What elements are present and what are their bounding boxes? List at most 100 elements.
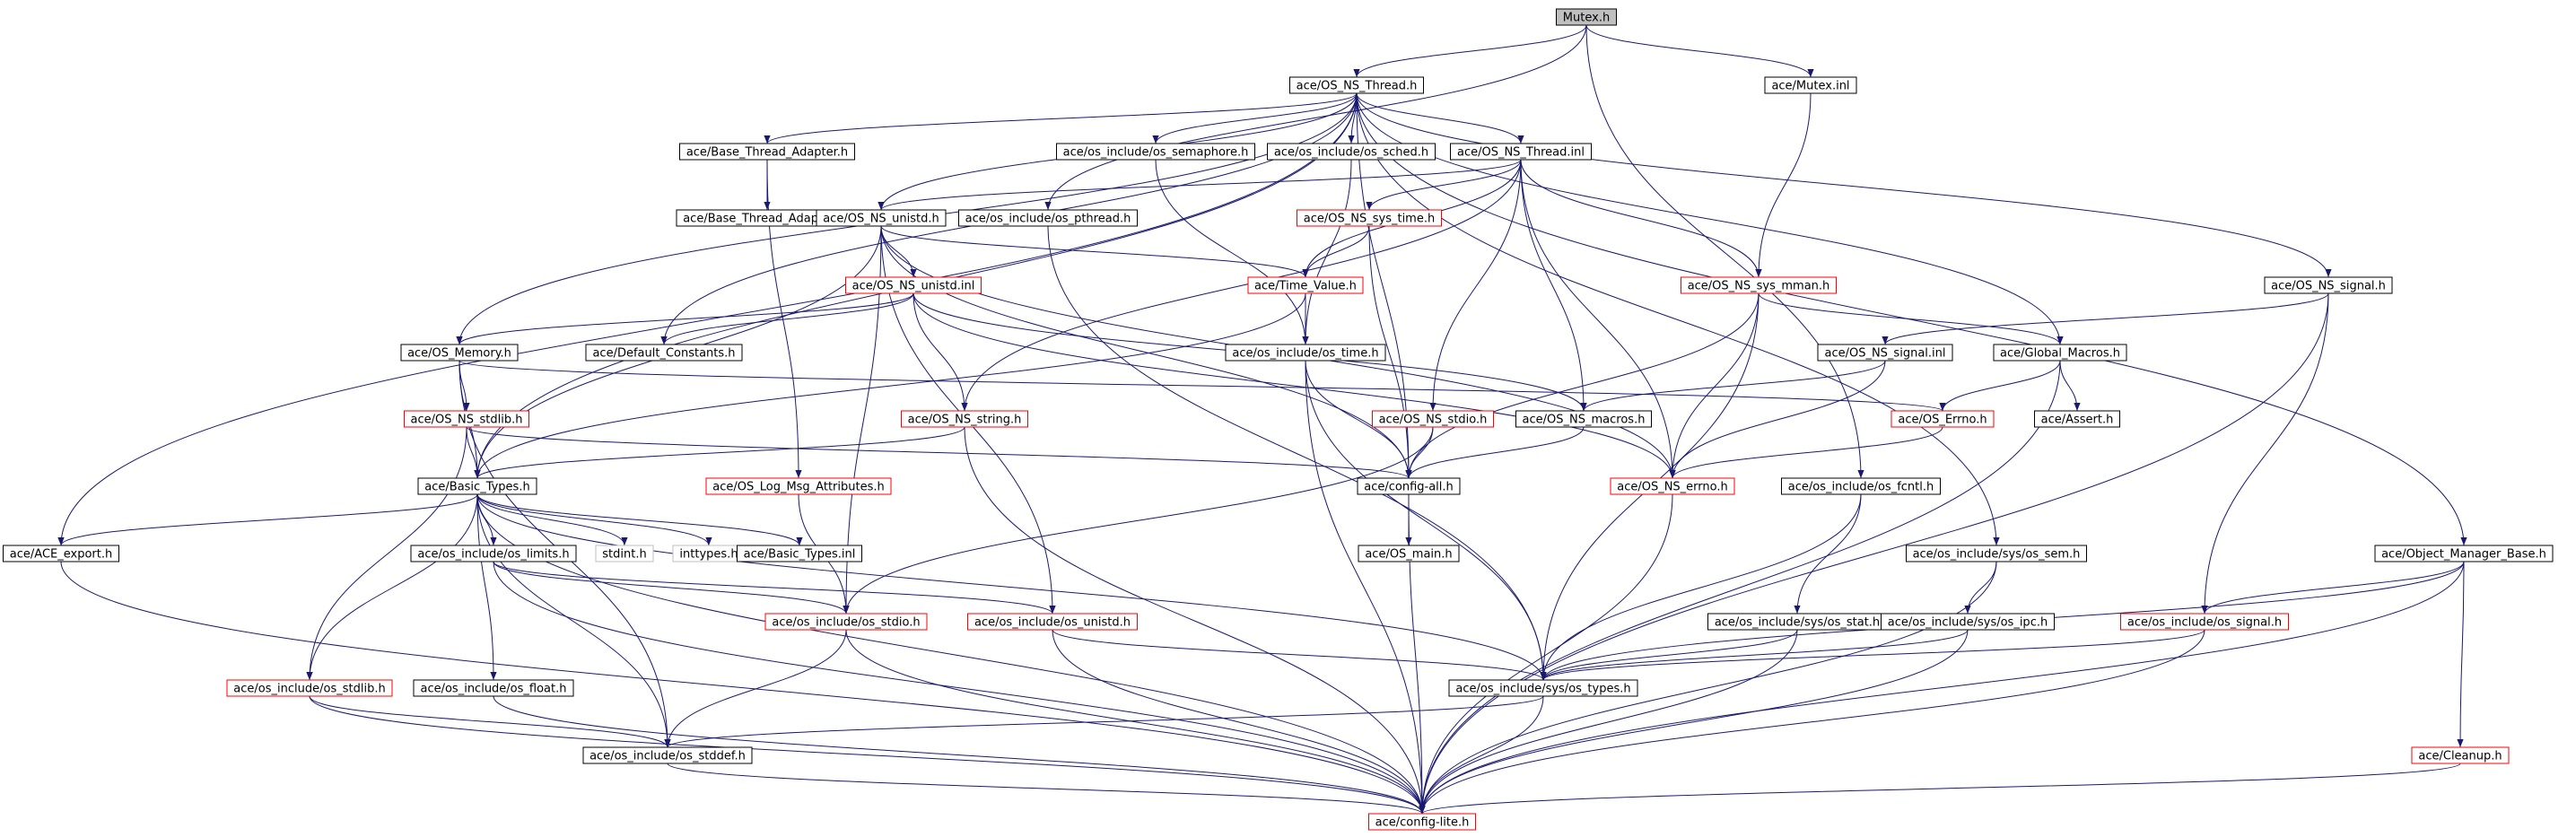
node-os-ns-stdio-h[interactable]: ace/OS_NS_stdio.h [1372, 410, 1494, 428]
edge-os-ns-sys-mman-h-to-global-macros-h [1758, 292, 2064, 345]
node-os-ns-thread-inl[interactable]: ace/OS_NS_Thread.inl [1450, 143, 1592, 161]
node-os-memory-h[interactable]: ace/OS_Memory.h [400, 344, 519, 362]
node-os-unistd-h[interactable]: ace/os_include/os_unistd.h [967, 613, 1138, 631]
edge-os-stdlib-h-to-os-stddef-h [309, 695, 671, 748]
node-box [1817, 344, 1953, 362]
node-box [1225, 344, 1386, 362]
node-box [1764, 76, 1857, 94]
node-os-ns-sys-time-h[interactable]: ace/OS_NS_sys_time.h [1297, 209, 1442, 227]
node-config-lite-h[interactable]: ace/config-lite.h [1368, 813, 1476, 831]
node-os-limits-h[interactable]: ace/os_include/os_limits.h [410, 545, 577, 562]
node-box [1448, 679, 1638, 697]
edge-os-ns-stdio-h-to-config-all-h [1405, 426, 1434, 479]
node-box [582, 746, 753, 764]
edge-os-time-h-to-os-types-h [1305, 360, 1547, 681]
node-os-ns-errno-h[interactable]: ace/OS_NS_errno.h [1610, 477, 1735, 495]
node-basic-types-h[interactable]: ace/Basic_Types.h [417, 477, 537, 495]
node-box [737, 545, 862, 562]
node-config-all-h[interactable]: ace/config-all.h [1357, 477, 1461, 495]
node-assert-h[interactable]: ace/Assert.h [2034, 410, 2120, 428]
node-inttypes-h[interactable]: inttypes.h [672, 545, 746, 562]
edge-object-manager-base-h-to-cleanup-h [2457, 561, 2465, 748]
edge-basic-types-h-to-stdint-h [476, 493, 628, 546]
node-layer: Mutex.h ace/OS_NS_Thread.h ace/Mutex.inl ac… [3, 8, 2554, 831]
node-box [1891, 410, 1995, 428]
node-label: ace/os_include/os_signal.h [2127, 616, 2282, 630]
node-box [705, 477, 892, 495]
node-label: stdint.h [602, 548, 646, 562]
edge-os-ns-unistd-inl-to-default-constants-h [660, 292, 914, 345]
edge-os-stat-h-to-config-lite-h [1419, 629, 1798, 815]
edge-os-sem-h-to-config-lite-h [1419, 561, 1997, 815]
node-box [1247, 276, 1364, 294]
edge-mutex-h-to-mutex-inl [1585, 24, 1814, 78]
node-label: ace/OS_Log_Msg_Attributes.h [712, 481, 884, 494]
node-box [1906, 545, 2087, 562]
node-box [1993, 344, 2127, 362]
node-os-ns-unistd-h[interactable]: ace/OS_NS_unistd.h [816, 209, 947, 227]
node-os-sem-h[interactable]: ace/os_include/sys/os_sem.h [1906, 545, 2087, 562]
edge-os-fcntl-h-to-os-types-h [1540, 493, 1862, 681]
edge-basic-types-h-to-os-stddef-h [476, 493, 671, 748]
node-os-time-h[interactable]: ace/os_include/os_time.h [1225, 344, 1386, 362]
node-box [1881, 613, 2055, 631]
edge-os-ns-sys-mman-h-to-config-all-h [1405, 292, 1760, 479]
node-label: ace/Base_Thread_Adapter.h [686, 146, 848, 160]
node-os-sched-h[interactable]: ace/os_include/os_sched.h [1267, 143, 1436, 161]
edge-os-fcntl-h-to-os-stat-h [1794, 493, 1862, 615]
node-os-ns-string-h[interactable]: ace/OS_NS_string.h [901, 410, 1028, 428]
node-box [2411, 746, 2510, 764]
edge-os-pthread-h-to-os-types-h [1047, 225, 1547, 681]
node-label: ace/os_include/os_fcntl.h [1788, 481, 1934, 494]
node-os-stdlib-h[interactable]: ace/os_include/os_stdlib.h [226, 679, 393, 697]
node-os-stdio-h[interactable]: ace/os_include/os_stdio.h [764, 613, 928, 631]
node-os-float-h[interactable]: ace/os_include/os_float.h [413, 679, 574, 697]
node-mutex-h[interactable]: Mutex.h [1556, 8, 1617, 26]
edge-os-ns-thread-h-to-os-ns-signal-h [1356, 92, 2332, 278]
node-box [845, 276, 982, 294]
edge-os-time-h-to-config-all-h [1305, 360, 1412, 479]
node-os-ns-macros-h[interactable]: ace/OS_NS_macros.h [1515, 410, 1652, 428]
node-os-types-h[interactable]: ace/os_include/sys/os_types.h [1448, 679, 1638, 697]
node-os-semaphore-h[interactable]: ace/os_include/os_semaphore.h [1056, 143, 1255, 161]
node-ace-export-h[interactable]: ace/ACE_export.h [3, 545, 119, 562]
node-time-value-h[interactable]: ace/Time_Value.h [1247, 276, 1364, 294]
node-os-stddef-h[interactable]: ace/os_include/os_stddef.h [582, 746, 753, 764]
node-os-ns-signal-inl[interactable]: ace/OS_NS_signal.inl [1817, 344, 1953, 362]
node-stdint-h[interactable]: stdint.h [595, 545, 654, 562]
node-os-ns-thread-h[interactable]: ace/OS_NS_Thread.h [1289, 76, 1424, 94]
node-cleanup-h[interactable]: ace/Cleanup.h [2411, 746, 2510, 764]
edge-mutex-inl-to-os-ns-sys-mman-h [1755, 92, 1812, 278]
node-default-constants-h[interactable]: ace/Default_Constants.h [585, 344, 743, 362]
edge-os-ns-unistd-h-to-config-all-h [880, 225, 1412, 479]
node-box [1056, 143, 1255, 161]
node-os-ns-unistd-inl[interactable]: ace/OS_NS_unistd.inl [845, 276, 982, 294]
node-os-ipc-h[interactable]: ace/os_include/sys/os_ipc.h [1881, 613, 2055, 631]
node-label: ace/OS_Errno.h [1898, 414, 1987, 427]
node-os-log-msg-attributes-h[interactable]: ace/OS_Log_Msg_Attributes.h [705, 477, 892, 495]
node-os-fcntl-h[interactable]: ace/os_include/os_fcntl.h [1781, 477, 1941, 495]
node-object-manager-base-h[interactable]: ace/Object_Manager_Base.h [2374, 545, 2554, 562]
edge-os-ns-stdio-h-to-os-stdio-h [843, 426, 1434, 615]
node-os-errno-h[interactable]: ace/OS_Errno.h [1891, 410, 1995, 428]
node-basic-types-inl[interactable]: ace/Basic_Types.inl [737, 545, 862, 562]
edge-os-ipc-h-to-os-types-h [1540, 629, 1969, 681]
node-os-main-h[interactable]: ace/OS_main.h [1358, 545, 1460, 562]
node-os-ns-sys-mman-h[interactable]: ace/OS_NS_sys_mman.h [1681, 276, 1837, 294]
edge-os-signal-h-to-os-types-h [1540, 629, 2205, 681]
node-label: ace/Basic_Types.inl [744, 548, 856, 562]
node-global-macros-h[interactable]: ace/Global_Macros.h [1993, 344, 2127, 362]
node-label: ace/Base_Thread_Adapter.inl [683, 213, 851, 226]
node-label: ace/os_include/sys/os_sem.h [1913, 548, 2081, 562]
node-os-pthread-h[interactable]: ace/os_include/os_pthread.h [958, 209, 1138, 227]
edge-basic-types-h-to-inttypes-h [476, 493, 712, 546]
node-os-signal-h[interactable]: ace/os_include/os_signal.h [2120, 613, 2289, 631]
node-os-ns-signal-h[interactable]: ace/OS_NS_signal.h [2264, 276, 2393, 294]
node-os-ns-stdlib-h[interactable]: ace/OS_NS_stdlib.h [404, 410, 529, 428]
node-mutex-inl[interactable]: ace/Mutex.inl [1764, 76, 1857, 94]
edge-os-stat-h-to-os-types-h [1540, 629, 1798, 681]
edge-os-ns-errno-h-to-config-lite-h [1419, 493, 1673, 815]
edge-basic-types-h-to-ace-export-h [57, 493, 478, 546]
node-os-stat-h[interactable]: ace/os_include/sys/os_stat.h [1707, 613, 1887, 631]
node-base-thread-adapter-h[interactable]: ace/Base_Thread_Adapter.h [679, 143, 855, 161]
